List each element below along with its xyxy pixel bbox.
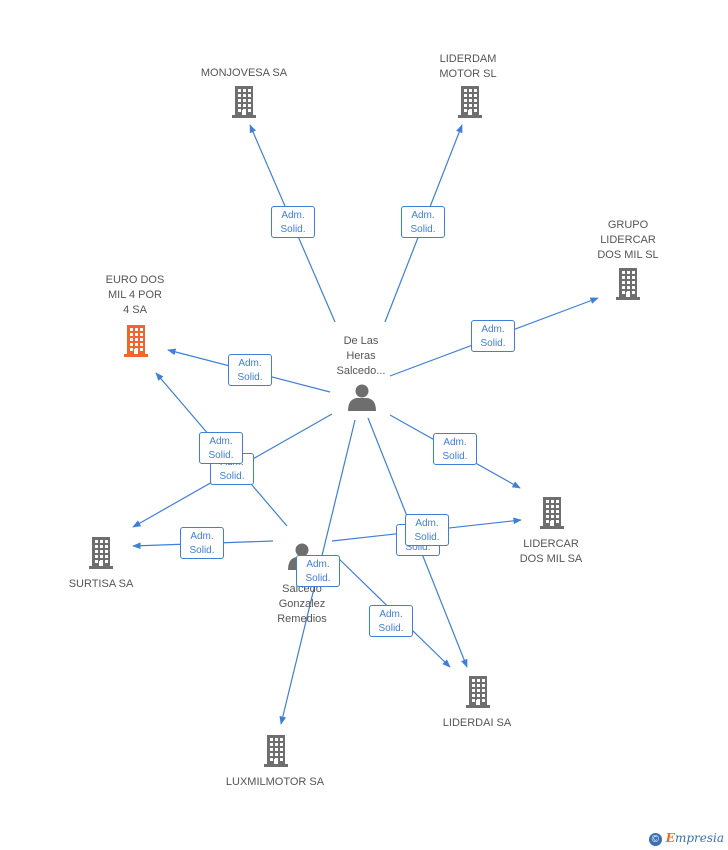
node-label-luxmil[interactable]: LUXMILMOTOR SA [225,776,325,788]
edge-label-p1-grupo[interactable]: Adm. Solid. [471,320,515,352]
node-label-p2[interactable]: Salcedo Gonzalez Remedios [277,583,327,625]
building-icon[interactable] [458,86,482,118]
edge-label-p2-surtisa[interactable]: Adm. Solid. [180,527,224,559]
building-icon[interactable] [616,268,640,300]
node-label-p1[interactable]: De Las Heras Salcedo... [336,335,386,377]
person-icon[interactable] [348,384,376,412]
brand-name: mpresia [674,831,724,845]
edge-label-p1-lidercar[interactable]: Adm. Solid. [433,433,477,465]
edge-label-p2-liderdai[interactable]: Adm. Solid. [369,605,413,637]
brand-initial: E [665,831,675,845]
edge-label-type: Solid. [378,623,404,634]
edge-label-p1-euro[interactable]: Adm. Solid. [228,354,272,386]
edge-label-p1-luxmil[interactable]: Adm. Solid. [296,555,340,587]
edge-label-type: Solid. [480,338,506,349]
edge-label-type: Solid. [208,450,234,461]
node-label-liderdam[interactable]: LIDERDAM MOTOR SL [439,53,497,80]
node-label-euro[interactable]: EURO DOS MIL 4 POR 4 SA [105,274,165,316]
edge-label-role: Adm. [379,609,403,620]
edge-label-role: Adm. [443,437,467,448]
edge-label-p1-liderdam[interactable]: Adm. Solid. [401,206,445,238]
node-label-liderdai[interactable]: LIDERDAI SA [442,717,512,729]
edge-label-role: Adm. [209,436,233,447]
node-label-monjovesa[interactable]: MONJOVESA SA [200,67,288,79]
edge-label-role: Adm. [415,518,439,529]
edge-label-type: Solid. [442,451,468,462]
edge-label-role: Adm. [306,559,330,570]
node-label-surtisa[interactable]: SURTISA SA [68,578,134,590]
edge-label-type: Solid. [280,224,306,235]
building-icon[interactable] [264,735,288,767]
copyright-icon: © [648,833,662,846]
node-label-grupo[interactable]: GRUPO LIDERCAR DOS MIL SL [597,219,659,261]
building-icon[interactable] [89,537,113,569]
edge-label-role: Adm. [481,324,505,335]
edge-label-type: Solid. [189,545,215,556]
icons-layer [89,86,640,767]
edge-label-type: Solid. [305,573,331,584]
edge-label-type: Solid. [219,471,245,482]
edge-label-type: Solid. [237,372,263,383]
edge-label-p2-euro[interactable]: Adm. Solid. [199,432,243,464]
building-icon[interactable] [466,676,490,708]
edge-label-p2-lidercar[interactable]: Adm. Solid. [405,514,449,546]
edges-layer [132,124,599,725]
edge-label-role: Adm. [281,210,305,221]
edge-label-role: Adm. [190,531,214,542]
building-icon[interactable] [540,497,564,529]
building-icon[interactable] [232,86,256,118]
edge-label-p1-monjovesa[interactable]: Adm. Solid. [271,206,315,238]
edge-label-type: Solid. [414,532,440,543]
edge-label-role: Adm. [411,210,435,221]
node-label-lidercar[interactable]: LIDERCAR DOS MIL SA [519,538,583,565]
building-icon[interactable] [124,325,148,357]
edge-label-type: Solid. [405,542,431,553]
edge-label-type: Solid. [410,224,436,235]
edge-label-role: Adm. [238,358,262,369]
brand-logo[interactable]: ©Empresia [648,831,724,846]
